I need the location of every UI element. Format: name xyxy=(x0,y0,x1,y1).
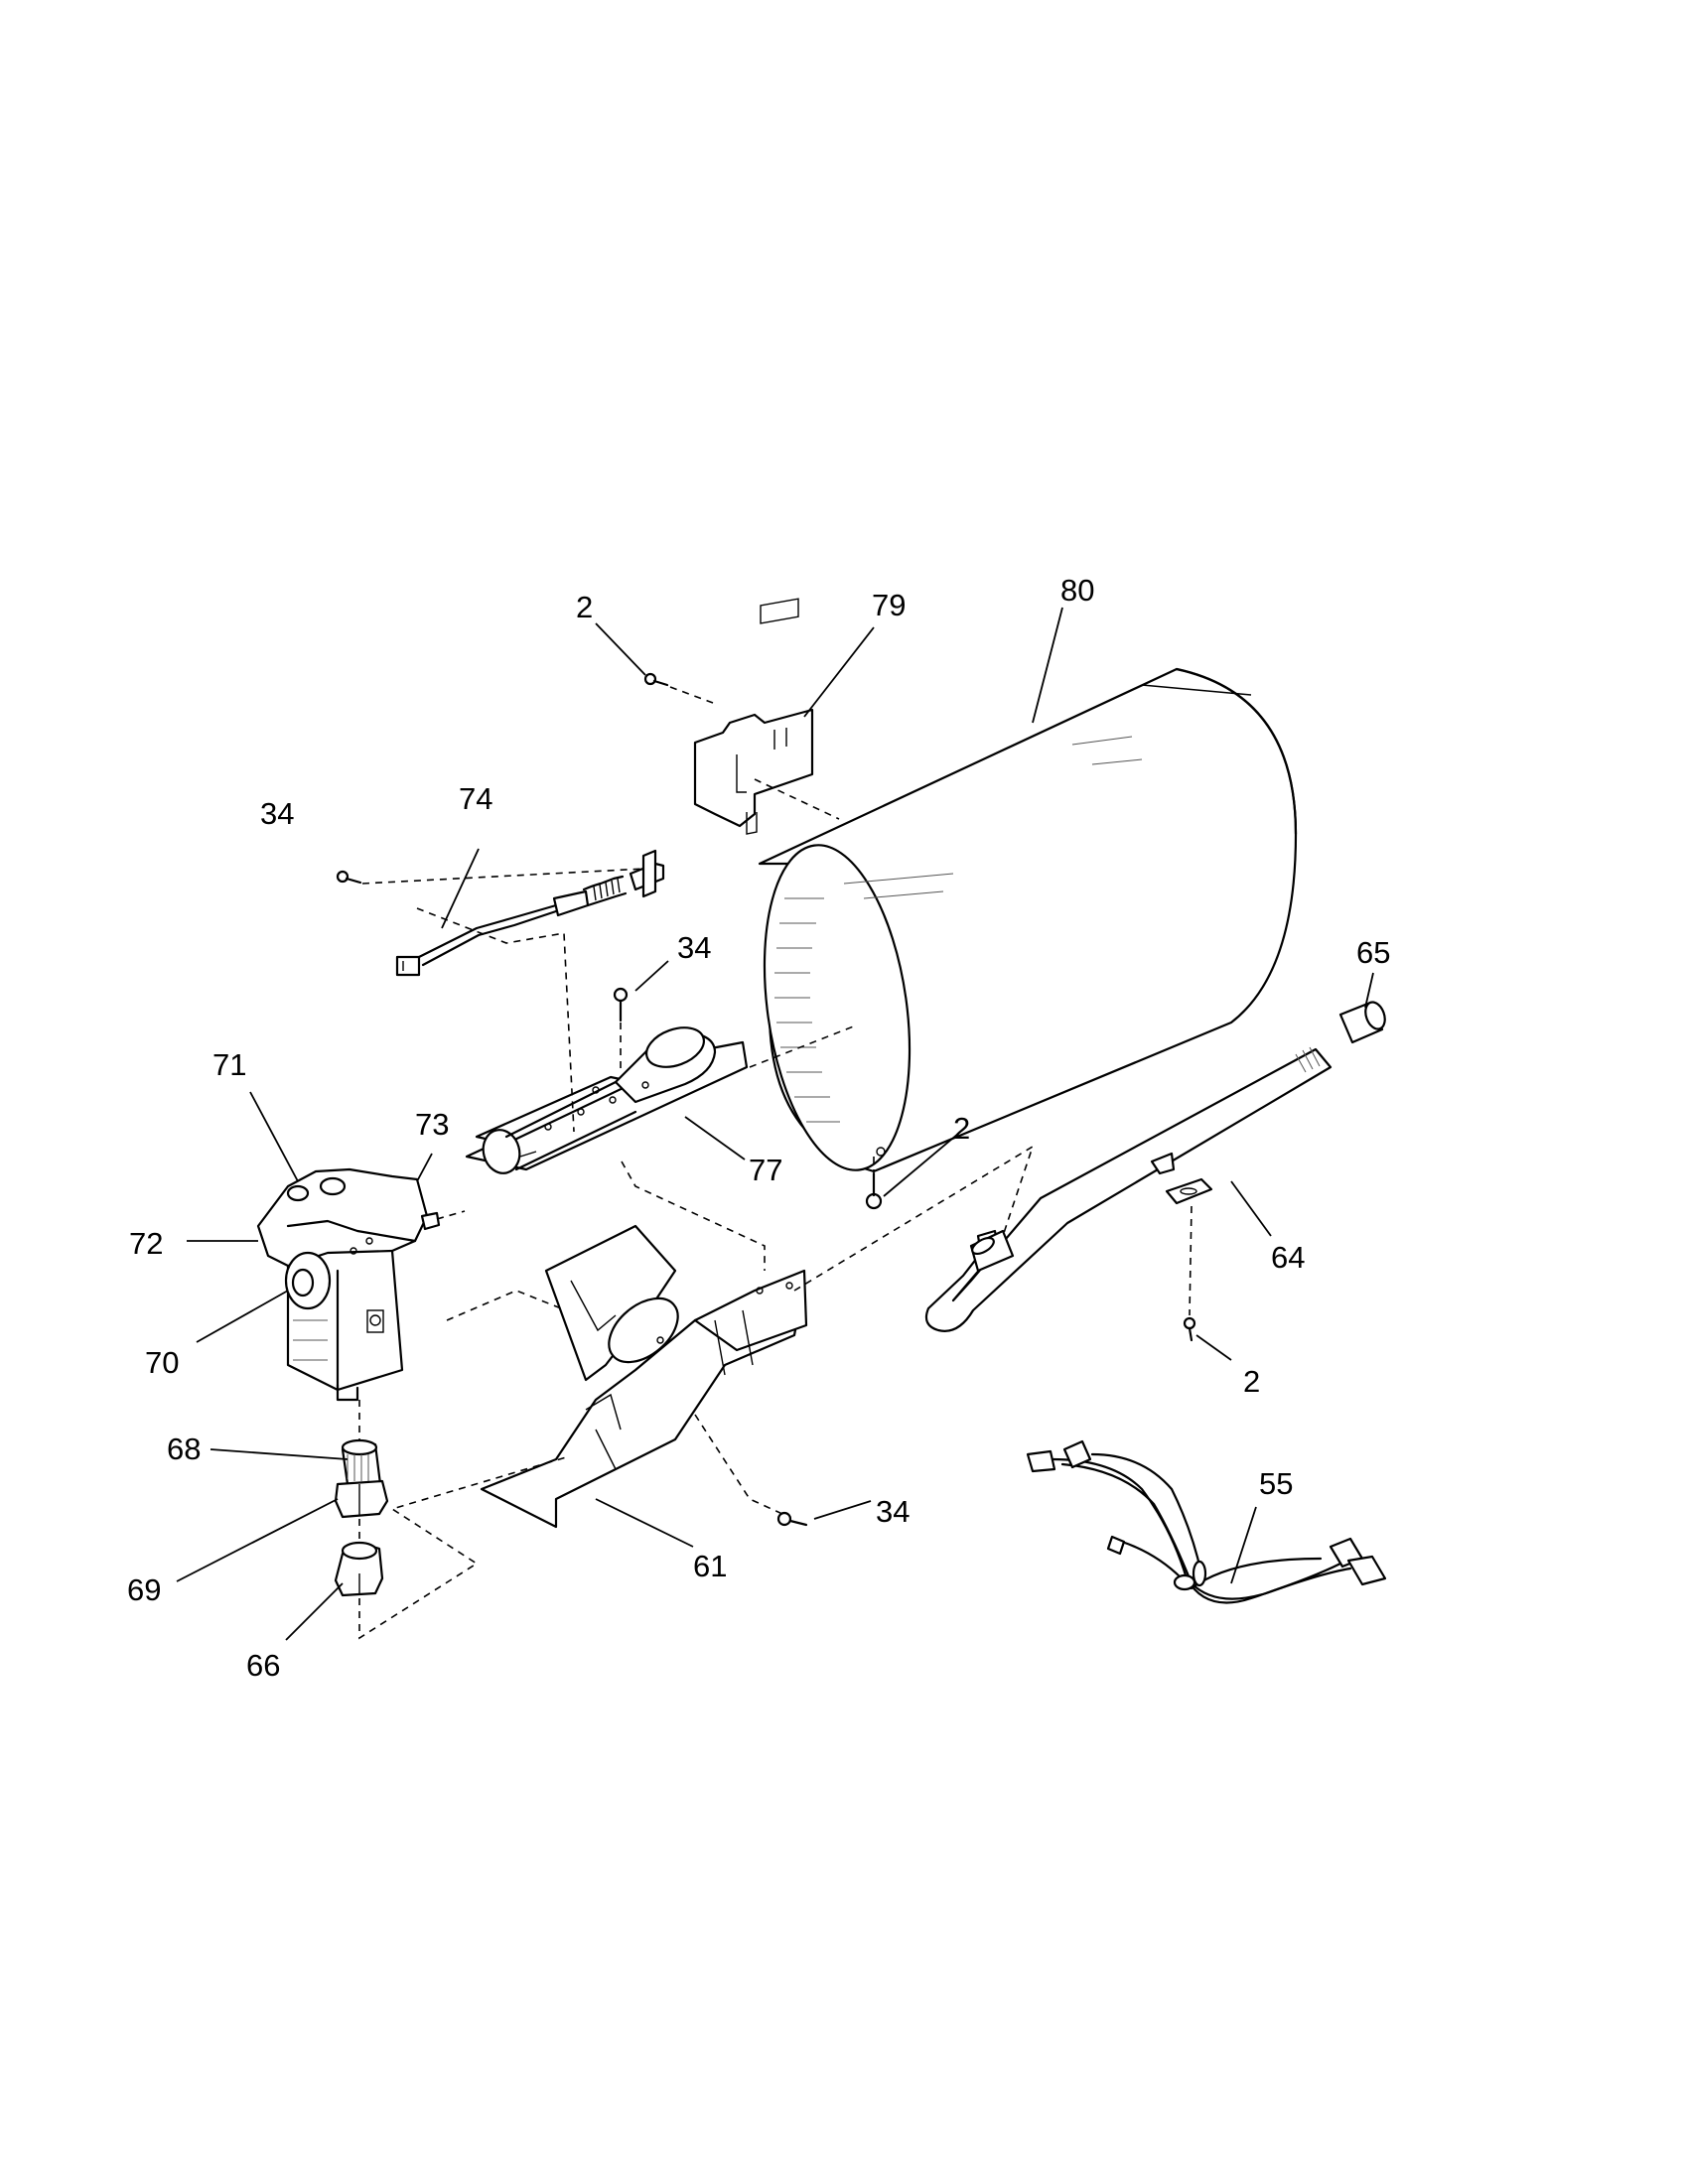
burner-bracket-part xyxy=(480,1224,808,1529)
callout-34-left: 34 xyxy=(260,796,294,831)
fitting-69-part xyxy=(334,1479,389,1519)
callout-77: 77 xyxy=(749,1153,782,1187)
callout-70: 70 xyxy=(145,1345,179,1380)
screw-top-part xyxy=(643,672,669,687)
burner-part xyxy=(465,1026,749,1174)
screw-mid-part xyxy=(865,1171,883,1210)
callout-leader-lines xyxy=(176,607,1374,1641)
callout-80: 80 xyxy=(1060,573,1094,608)
callout-34-mid: 34 xyxy=(677,930,711,965)
callout-55: 55 xyxy=(1259,1466,1293,1501)
callout-numbers: 2 79 80 34 74 34 65 71 73 2 77 72 64 70 … xyxy=(127,573,1390,1683)
cap-part xyxy=(1338,1001,1386,1044)
fitting-68-part xyxy=(341,1438,382,1489)
callout-64: 64 xyxy=(1271,1240,1305,1275)
callout-66: 66 xyxy=(246,1648,280,1683)
screw-34-bottom-part xyxy=(776,1511,808,1527)
callout-2-mid: 2 xyxy=(953,1111,970,1146)
callout-73: 73 xyxy=(415,1107,449,1142)
callout-2-top: 2 xyxy=(576,590,593,624)
fitting-66-part xyxy=(334,1541,384,1597)
callout-68: 68 xyxy=(167,1432,201,1466)
sensor-bracket-part xyxy=(693,598,814,835)
gas-pipe-part xyxy=(924,1046,1333,1332)
callout-74: 74 xyxy=(459,781,492,816)
callout-72: 72 xyxy=(129,1226,163,1261)
callout-61: 61 xyxy=(693,1549,727,1583)
drum-cylinder-part xyxy=(758,667,1298,1173)
callout-34-bottom: 34 xyxy=(876,1494,910,1529)
screw-34-left-part xyxy=(336,870,362,885)
gas-valve-part xyxy=(256,1167,441,1402)
igniter-part xyxy=(395,849,665,977)
wire-harness-part xyxy=(1026,1439,1387,1604)
callout-79: 79 xyxy=(872,588,906,622)
assembly-dashed-lines xyxy=(358,686,1193,1640)
callout-71: 71 xyxy=(212,1047,246,1082)
callout-2-right: 2 xyxy=(1243,1364,1260,1399)
screw-34-mid-part xyxy=(613,987,629,1023)
screw-right-part xyxy=(1183,1316,1196,1342)
callout-65: 65 xyxy=(1356,935,1390,970)
callout-69: 69 xyxy=(127,1572,161,1607)
